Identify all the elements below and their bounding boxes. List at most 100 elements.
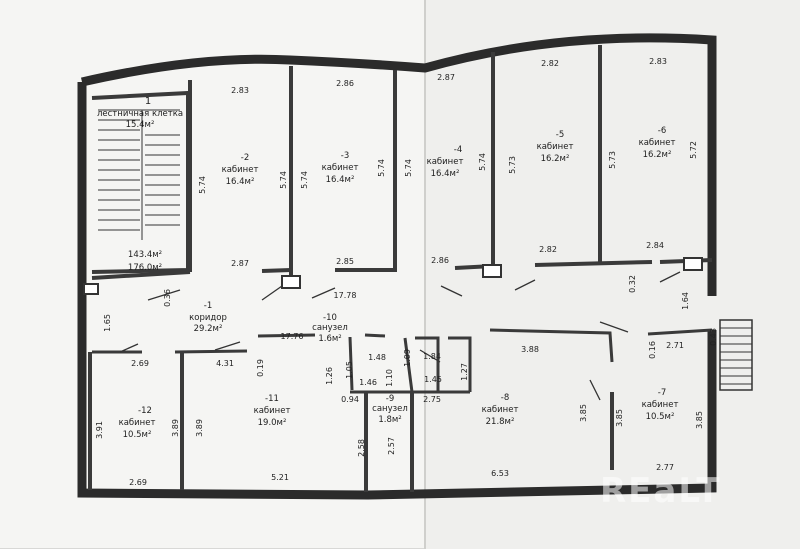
room-5-area: 16.2м²: [541, 154, 570, 164]
room-7-name: кабинет: [642, 400, 679, 410]
room-12-number: -12: [138, 406, 152, 416]
dim-front-5: 2.82: [539, 245, 557, 254]
room-3-number: -3: [341, 151, 349, 161]
dim-032: 0.32: [628, 275, 637, 293]
dim-165: 1.65: [103, 314, 112, 332]
room-2-area: 16.4м²: [226, 177, 255, 187]
dim-269b: 2.69: [129, 478, 147, 487]
room-11-name: кабинет: [254, 406, 291, 416]
room-5-number: -5: [556, 130, 564, 140]
room-1-area: 15.4м²: [126, 120, 155, 130]
dim-corridor-length: 17.78: [334, 291, 357, 300]
dim-258: 2.58: [357, 439, 366, 457]
dim-275: 2.75: [423, 395, 441, 404]
dim-127: 1.27: [460, 363, 469, 381]
dim-front-4: 2.86: [431, 256, 449, 265]
room-10-name: санузел: [312, 323, 348, 333]
dim-top-2: 2.83: [231, 86, 249, 95]
dim-top-5: 2.82: [541, 59, 559, 68]
partition-walls: [83, 45, 753, 492]
room-10-number: -10: [323, 313, 337, 323]
dim-105: 1.05: [345, 361, 354, 379]
dim-036: 0.36: [163, 289, 172, 307]
dim-145: 1.45: [424, 375, 442, 384]
total-area-1: 143.4м²: [128, 250, 162, 260]
room-5-name: кабинет: [537, 142, 574, 152]
dim-top-4: 2.87: [437, 73, 455, 82]
dim-574-e: 5.74: [404, 159, 413, 177]
room-11-number: -11: [265, 394, 279, 404]
dim-094: 0.94: [341, 395, 359, 404]
dim-573-b: 5.73: [608, 151, 617, 169]
dim-389-b: 3.89: [195, 419, 204, 437]
dim-043: 0.43: [709, 328, 718, 346]
dim-574-f: 5.74: [478, 153, 487, 171]
dim-164: 1.64: [681, 292, 690, 310]
dim-109: 1.09: [403, 349, 412, 367]
room-3-area: 16.4м²: [326, 175, 355, 185]
dim-148: 1.48: [368, 353, 386, 362]
dim-388: 3.88: [521, 345, 539, 354]
dim-146: 1.46: [359, 378, 377, 387]
room-4-number: -4: [454, 145, 462, 155]
dim-574-b: 5.74: [279, 171, 288, 189]
dim-389-a: 3.89: [171, 419, 180, 437]
dim-126: 1.26: [325, 367, 334, 385]
dim-184: 1.84: [423, 352, 441, 361]
dim-653: 6.53: [491, 469, 509, 478]
room-3-name: кабинет: [322, 163, 359, 173]
room-1-number: 1: [145, 96, 151, 107]
room-1-name: лестничная клетка: [97, 109, 183, 119]
dim-391: 3.91: [95, 421, 104, 439]
dim-016: 0.16: [648, 341, 657, 359]
room-7-area: 10.5м²: [646, 412, 675, 422]
room-11-area: 19.0м²: [258, 418, 287, 428]
dim-front-2: 2.87: [231, 259, 249, 268]
dim-385-c: 3.85: [695, 411, 704, 429]
dim-574-d: 5.74: [377, 159, 386, 177]
room-6-number: -6: [658, 126, 666, 136]
dim-019: 0.19: [256, 359, 265, 377]
room-8-name: кабинет: [482, 405, 519, 415]
dim-385-a: 3.85: [579, 404, 588, 422]
outer-walls: [77, 33, 717, 500]
dim-257: 2.57: [387, 437, 396, 455]
dim-269a: 2.69: [131, 359, 149, 368]
room-2-name: кабинет: [222, 165, 259, 175]
corridor-name: коридор: [189, 313, 227, 323]
dim-top-6: 2.83: [649, 57, 667, 66]
room-7-number: -7: [658, 388, 666, 398]
room-12-name: кабинет: [119, 418, 156, 428]
dim-573-a: 5.73: [508, 156, 517, 174]
room-9-name: санузел: [372, 404, 408, 414]
room-9-number: -9: [386, 394, 394, 404]
room-labels: 1 лестничная клетка 15.4м² -2 кабинет 16…: [97, 96, 678, 440]
dim-385-b: 3.85: [615, 409, 624, 427]
room-9-area: 1.8м²: [378, 415, 401, 425]
room-6-name: кабинет: [639, 138, 676, 148]
room-8-area: 21.8м²: [486, 417, 515, 427]
room-6-area: 16.2м²: [643, 150, 672, 160]
dim-top-3: 2.86: [336, 79, 354, 88]
total-area-2: 176.0м²: [128, 263, 162, 273]
dim-574-a: 5.74: [198, 176, 207, 194]
dimension-labels: 2.83 2.86 2.87 2.82 2.83 2.87 2.85 2.86 …: [129, 57, 684, 487]
dim-front-3: 2.85: [336, 257, 354, 266]
room-2-number: -2: [241, 153, 249, 163]
dim-110: 1.10: [385, 369, 394, 387]
dim-521: 5.21: [271, 473, 289, 482]
dim-271: 2.71: [666, 341, 684, 350]
dimension-labels-vertical: 5.74 5.74 5.74 5.74 5.74 5.74 5.73 5.73 …: [95, 141, 718, 457]
dim-corridor-length-2: 17.76: [281, 332, 304, 341]
room-4-area: 16.4м²: [431, 169, 460, 179]
corridor-number: -1: [204, 301, 212, 311]
corridor-area: 29.2м²: [194, 324, 223, 334]
room-8-number: -8: [501, 393, 509, 403]
dim-277: 2.77: [656, 463, 674, 472]
room-10-area: 1.6м²: [318, 334, 341, 344]
room-12-area: 10.5м²: [123, 430, 152, 440]
dim-front-6: 2.84: [646, 241, 664, 250]
watermark-logo: REaLT: [600, 471, 722, 511]
